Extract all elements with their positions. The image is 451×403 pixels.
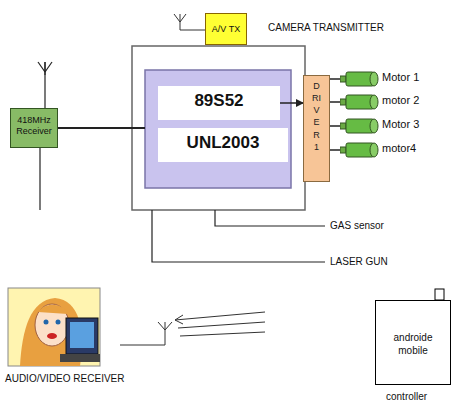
controller-housing xyxy=(132,46,305,210)
motor-symbol xyxy=(340,70,380,88)
node-label: UNL2003 xyxy=(158,128,288,158)
mcu-board xyxy=(145,70,291,188)
av-antenna xyxy=(120,312,265,345)
phone-node: androide mobilecontroller xyxy=(375,300,451,385)
motor-node: Motor 3 xyxy=(340,117,440,135)
node-label: 89S52 xyxy=(158,86,280,116)
connector xyxy=(330,101,340,103)
drv-node: DRIVER1 xyxy=(303,75,330,182)
motor-node: motor4 xyxy=(340,141,440,159)
sensor-wiring xyxy=(152,210,325,262)
node-caption: CAMERA TRANSMITTER xyxy=(268,22,384,33)
chip-node: UNL2003 xyxy=(158,128,288,162)
phone-antenna xyxy=(435,289,444,300)
motor-node: Motor 1 xyxy=(340,70,440,88)
node-label: Motor 1 xyxy=(382,71,419,83)
connector xyxy=(330,78,340,80)
connector xyxy=(280,102,303,104)
connector xyxy=(330,149,340,151)
node-label: androide mobile xyxy=(376,301,450,357)
antenna xyxy=(174,14,205,30)
motor-symbol xyxy=(340,117,380,135)
node-label: Motor 3 xyxy=(382,118,419,130)
motor-symbol xyxy=(340,93,380,111)
connector xyxy=(330,125,340,127)
chip-node: 89S52 xyxy=(158,86,280,120)
rx-node: 418MHz Receiver xyxy=(10,108,58,148)
node-label: 418MHz Receiver xyxy=(11,109,57,138)
node-label: motor4 xyxy=(382,142,416,154)
free-label: AUDIO/VIDEO RECEIVER xyxy=(5,373,124,384)
node-label: DRIVER1 xyxy=(312,80,321,153)
node-label: A/V TX xyxy=(206,14,246,34)
free-label: GAS sensor xyxy=(330,220,384,231)
node-caption: controller xyxy=(386,391,427,402)
free-label: LASER GUN xyxy=(330,256,388,267)
tx-node: A/V TXCAMERA TRANSMITTER xyxy=(205,13,247,45)
av-receiver-illustration xyxy=(8,288,100,366)
motor-symbol xyxy=(340,141,380,159)
motor-node: motor 2 xyxy=(340,93,440,111)
node-label: motor 2 xyxy=(382,94,419,106)
